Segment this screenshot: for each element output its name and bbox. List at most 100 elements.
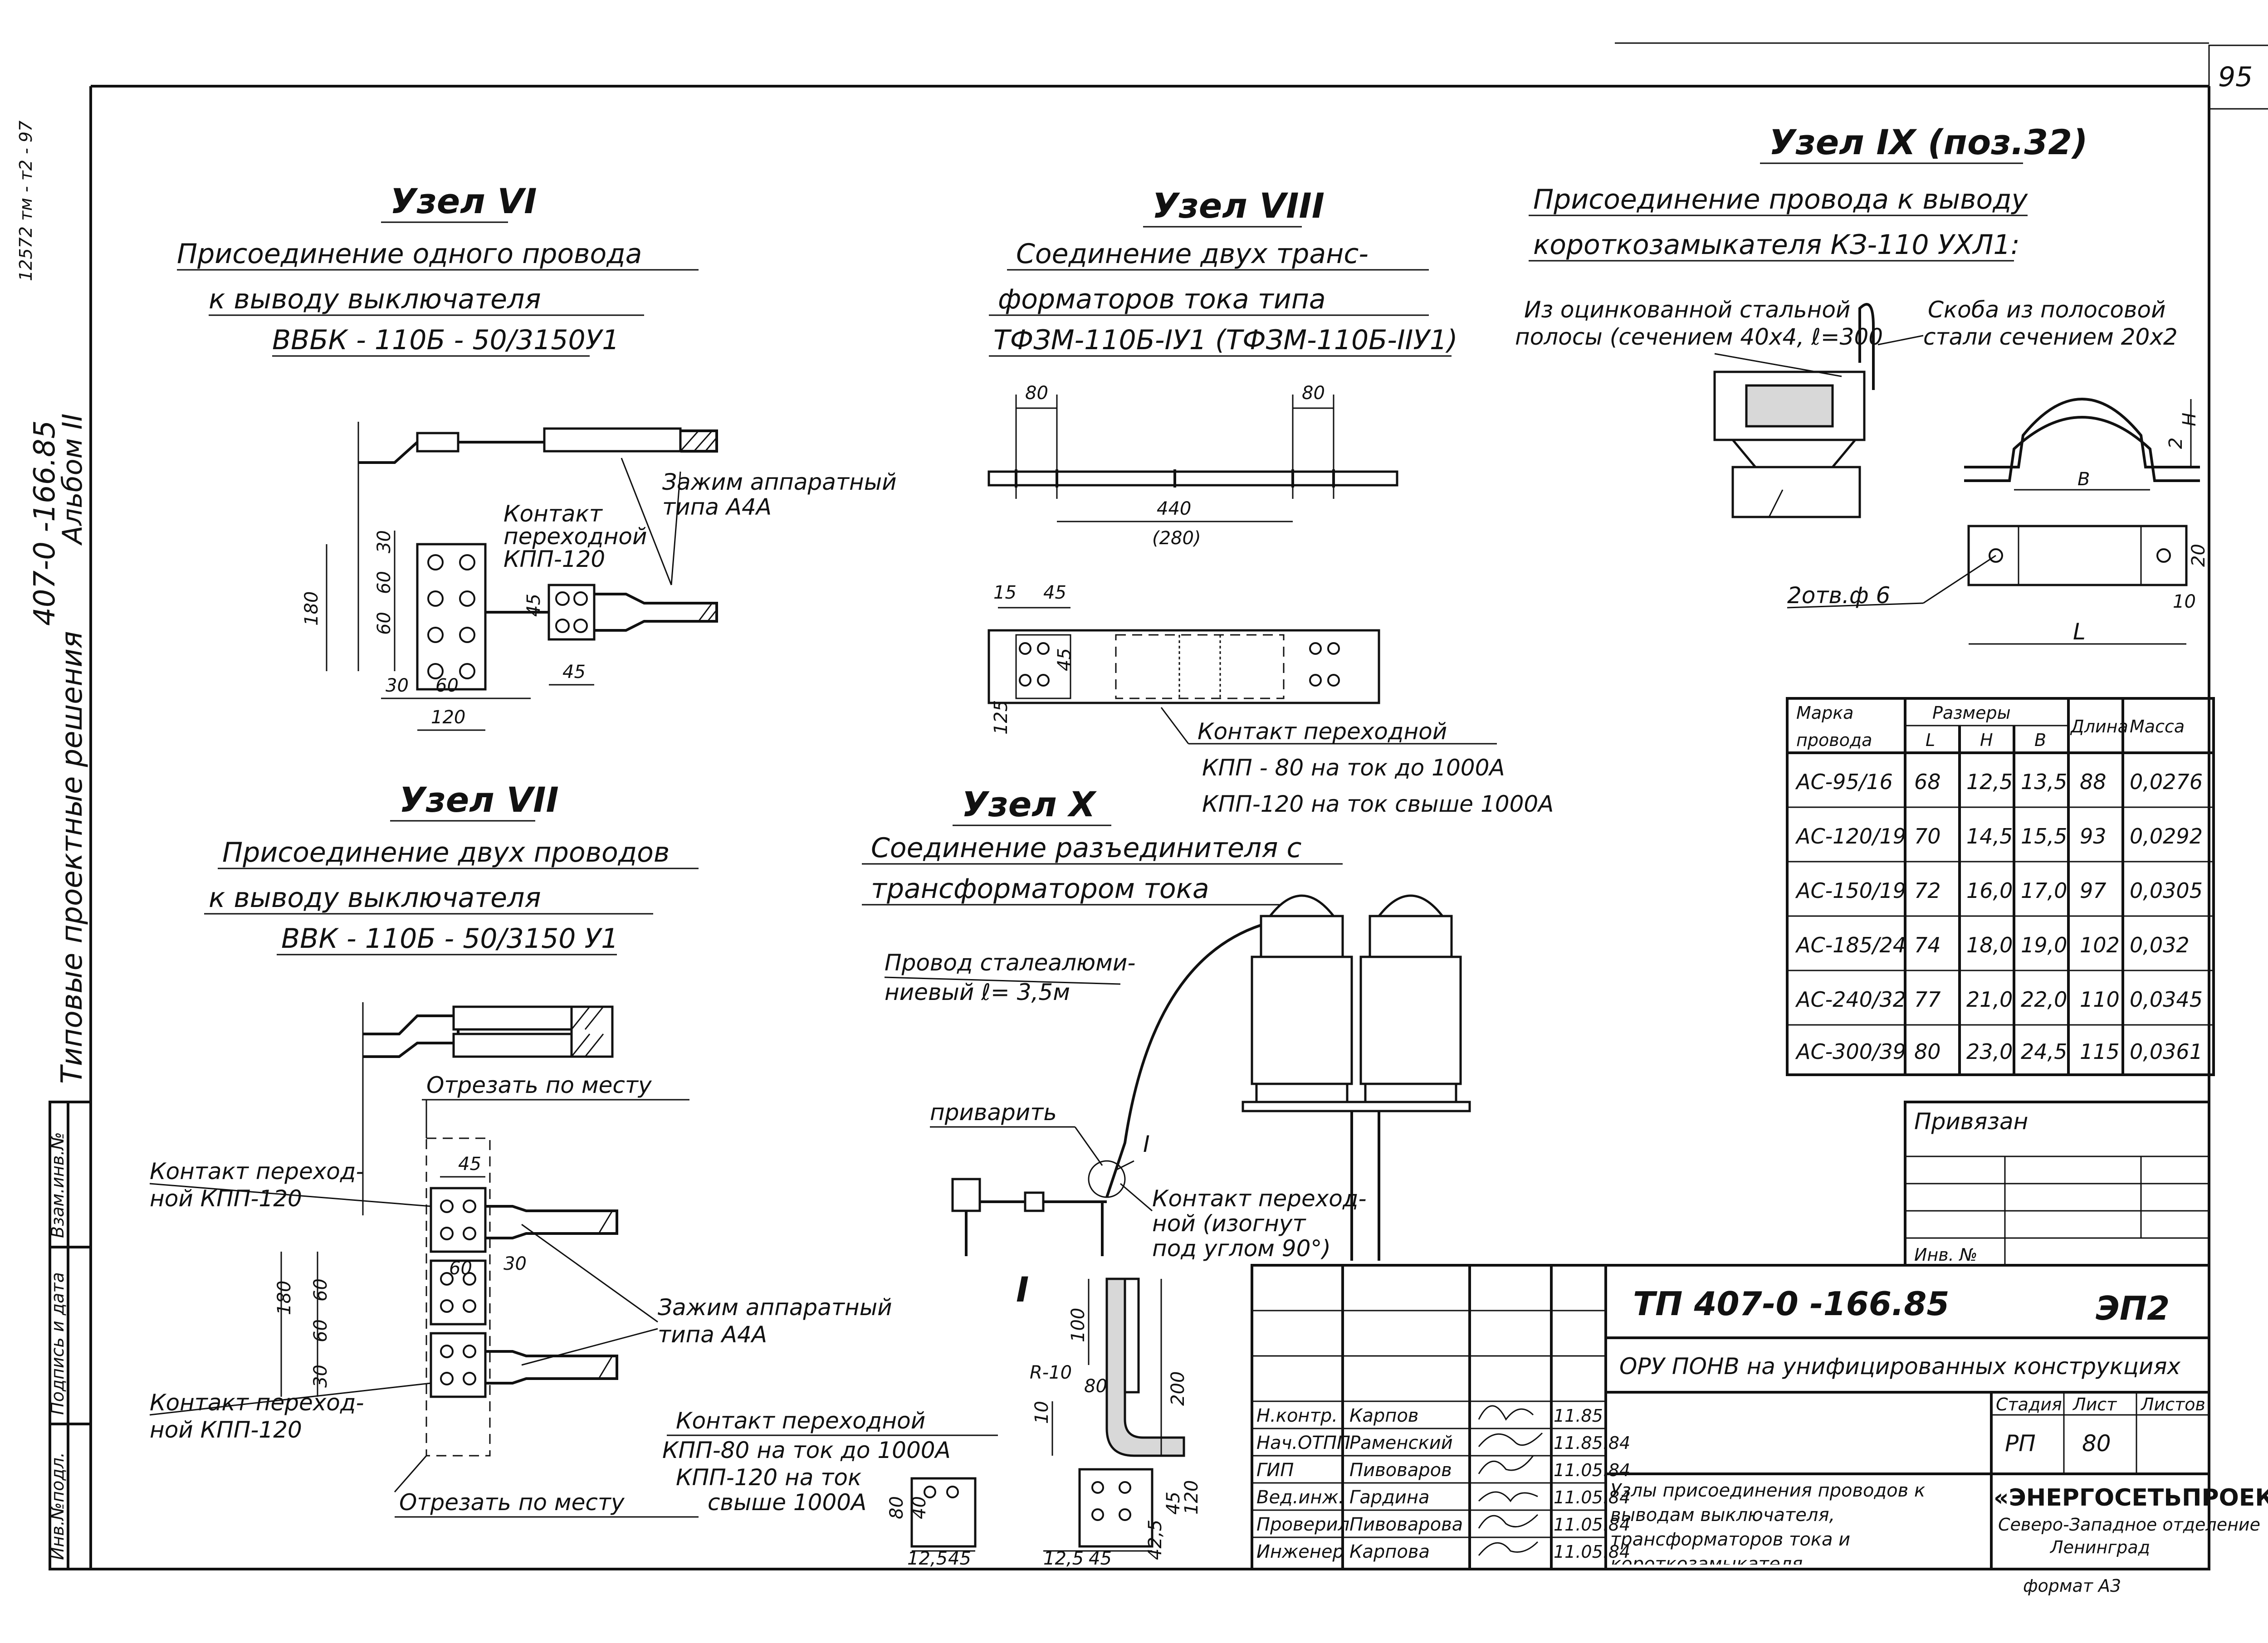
node9-dim-10: 10: [2173, 591, 2196, 612]
detail1-dim-R10: R-10: [1030, 1362, 1072, 1383]
table-cell-L: 80: [1914, 1039, 1941, 1064]
node7-contact-top1: Контакт переход-: [150, 1158, 364, 1185]
stamp-role-1: Нач.ОТПП: [1256, 1433, 1350, 1453]
node8-dim-45a: 45: [1043, 582, 1066, 603]
table-cell-length: 102: [2080, 933, 2120, 957]
sheet-frame: 95: [89, 42, 2268, 1570]
stamp-stage: РП: [2005, 1430, 2036, 1457]
node6-dim-60c: 60: [435, 675, 459, 696]
signatures: [1478, 1405, 1543, 1556]
node6-dim-30: 30: [374, 530, 395, 553]
detail1-dim-10: 10: [1031, 1401, 1052, 1424]
node9-strip2: полосы (сечением 40x4, ℓ=300: [1515, 324, 1883, 350]
node9-title: Узел IX (поз.32): [1769, 122, 2088, 162]
detail1-dim-100: 100: [1068, 1308, 1089, 1342]
table-row: АС-95/16 68 12,5 13,5 88 0,0276: [1795, 770, 2203, 794]
node8-dim-280: (280): [1152, 528, 1201, 549]
node6-dim-45: 45: [523, 594, 544, 617]
node7-dim-60a: 60: [310, 1278, 331, 1302]
node10-title: Узел X: [962, 784, 1097, 824]
node10-line1: Соединение разъединителя с: [871, 832, 1301, 864]
node-10: Узел X Соединение разъединителя с трансф…: [862, 784, 1471, 1262]
node10-wire2: ниевый ℓ= 3,5м: [885, 979, 1070, 1005]
table-cell-mass: 0,032: [2130, 933, 2190, 957]
stamp-date-4: 11.05.84: [1554, 1515, 1630, 1535]
side-box-inv-orig: Инв.№подл.: [48, 1452, 68, 1560]
node9-bracket1: Скоба из полосовой: [1928, 297, 2166, 323]
table-row: АС-120/19 70 14,5 15,5 93 0,0292: [1795, 824, 2203, 848]
node8-line1: Соединение двух транс-: [1016, 238, 1369, 270]
node6-line2: к выводу выключателя: [209, 283, 541, 315]
table-cell-H: 12,5: [1966, 770, 2013, 794]
table-cell-H: 21,0: [1966, 987, 2013, 1012]
detail1-contact3: КПП-120 на ток: [676, 1464, 861, 1491]
node6-dim-60a: 60: [374, 571, 395, 594]
node8-dim-15: 15: [993, 582, 1017, 603]
side-series: 407-0 -166.85: [28, 420, 62, 626]
table-header-length: Длина: [2070, 717, 2128, 736]
stamp-sheets-label: Листов: [2140, 1394, 2205, 1414]
page-number: 95: [2218, 61, 2253, 93]
detail1-contact1: Контакт переходной: [676, 1408, 925, 1434]
stamp-inv: Инв. №: [1914, 1245, 1977, 1265]
detail1-dim-125b: 12,5: [1043, 1548, 1084, 1569]
node7-cut1: Отрезать по месту: [426, 1072, 652, 1098]
table-cell-H: 23,0: [1966, 1039, 2013, 1064]
node6-dim-180: 180: [301, 591, 322, 626]
node9-dim-2: 2: [2165, 438, 2186, 449]
detail1-dim-45a: 45: [948, 1548, 971, 1569]
table-cell-H: 18,0: [1966, 933, 2013, 957]
node8-dim-45b: 45: [1054, 648, 1075, 671]
node7-contact-bot2: ной КПП-120: [150, 1417, 302, 1443]
node7-cut2: Отрезать по месту: [399, 1489, 625, 1516]
table-cell-mark: АС-120/19: [1795, 824, 1906, 848]
stamp-privyazan: Привязан: [1914, 1108, 2028, 1135]
node10-contact3: под углом 90°): [1152, 1235, 1331, 1262]
node9-line2: короткозамыкателя КЗ-110 УХЛ1:: [1533, 229, 2020, 261]
side-margin: 12572 тм - т2 - 97 407-0 -166.85 Альбом …: [16, 121, 92, 1570]
table-cell-L: 70: [1914, 824, 1941, 848]
node7-line1: Присоединение двух проводов: [222, 837, 670, 868]
stamp-date-0: 11.85: [1554, 1406, 1603, 1426]
table-cell-mark: АС-95/16: [1795, 770, 1893, 794]
node7-dim-45: 45: [458, 1154, 481, 1175]
table-header-L: L: [1926, 730, 1935, 750]
stamp-role-4: Проверил: [1256, 1514, 1349, 1535]
node-7: Узел VII Присоединение двух проводов к в…: [149, 780, 892, 1518]
node6-contact2: переходной: [503, 523, 647, 550]
table-header-mass: Масса: [2130, 717, 2185, 736]
table-cell-mass: 0,0276: [2130, 770, 2203, 794]
node8-dim-80a: 80: [1025, 383, 1048, 404]
table-cell-B: 17,0: [2021, 878, 2067, 903]
node6-contact3: КПП-120: [503, 546, 605, 572]
node7-clamp2: типа А4А: [658, 1321, 767, 1348]
stamp-role-5: Инженер: [1256, 1541, 1344, 1562]
table-cell-B: 13,5: [2021, 770, 2067, 794]
table-cell-mark: АС-240/32: [1795, 987, 1906, 1012]
stamp-name-4: Пивоварова: [1349, 1514, 1463, 1535]
size-table: Марка провода Размеры L H B Длина Масса …: [1786, 697, 2215, 1076]
node10-weld: приварить: [930, 1099, 1057, 1126]
node8-line3: ТФЗМ-110Б-IУ1 (ТФЗМ-110Б-IIУ1): [993, 324, 1458, 356]
node6-clamp-label2: типа А4А: [662, 494, 772, 520]
node10-line2: трансформатором тока: [871, 873, 1209, 905]
side-box-signature: Подпись и дата: [48, 1272, 68, 1415]
node6-dim-60b: 60: [374, 612, 395, 635]
stamp-role-3: Вед.инж.: [1256, 1487, 1344, 1508]
node6-dim-45b: 45: [562, 662, 586, 683]
node9-strip1: Из оцинкованной стальной: [1524, 297, 1850, 323]
node7-line3: ВВК - 110Б - 50/3150 У1: [281, 923, 618, 955]
node7-dim-60c: 60: [449, 1258, 472, 1279]
stamp-code: ТП 407-0 -166.85: [1633, 1285, 1950, 1323]
stamp-org1: «ЭНЕРГОСЕТЬПРОЕКТ»: [1994, 1484, 2268, 1511]
stamp-role-0: Н.контр.: [1256, 1405, 1338, 1426]
node9-dim-L: L: [2073, 619, 2086, 645]
table-cell-B: 22,0: [2021, 987, 2067, 1012]
detail1-dim-425: 42,5: [1145, 1520, 1166, 1560]
table-cell-mass: 0,0292: [2130, 824, 2203, 848]
stamp-name-3: Гардина: [1349, 1487, 1430, 1508]
current-transformer-right: [1359, 894, 1462, 1103]
node7-dim-30b: 30: [310, 1365, 331, 1388]
node8-dim-80b: 80: [1302, 383, 1325, 404]
detail1-contact4: свыше 1000А: [708, 1489, 866, 1516]
